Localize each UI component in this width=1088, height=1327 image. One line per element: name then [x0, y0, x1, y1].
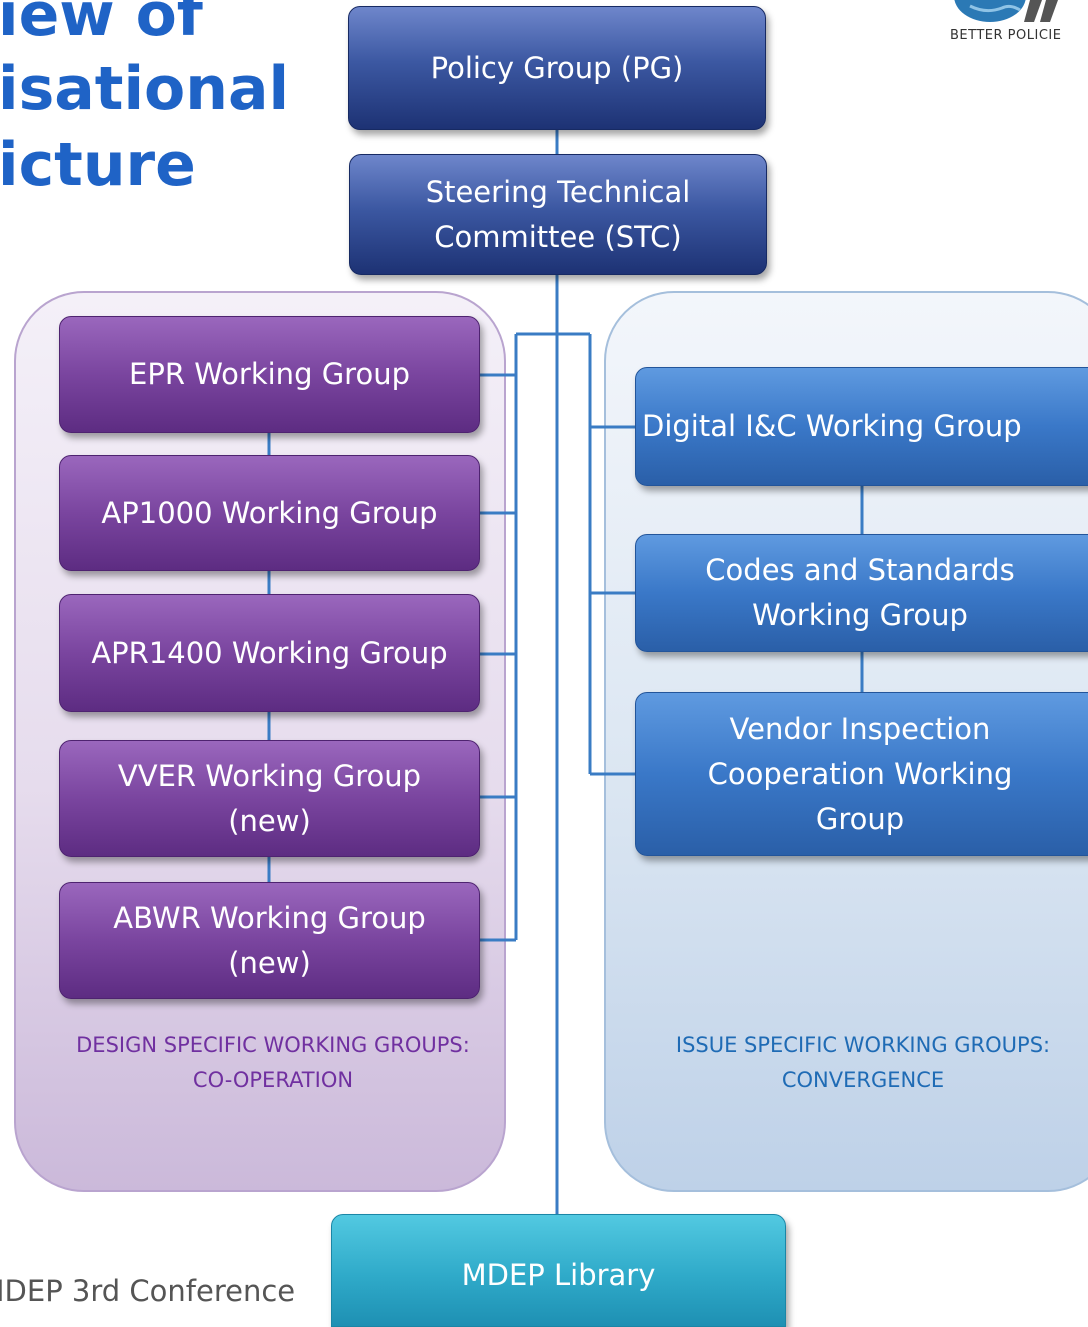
design-group-vver: VVER Working Group (new) — [59, 740, 480, 857]
issue-group-digital-ic: Digital I&C Working Group — [635, 367, 1088, 486]
issue-group-vendor-inspection: Vendor Inspection Cooperation Working Gr… — [635, 692, 1088, 856]
slide-title-line-2: isational — [0, 54, 290, 124]
issue-panel-caption: ISSUE SPECIFIC WORKING GROUPS: CONVERGEN… — [630, 1028, 1088, 1098]
design-caption-line-1: DESIGN SPECIFIC WORKING GROUPS: — [76, 1033, 470, 1057]
globe-logo-icon — [954, 0, 1058, 22]
design-group-apr1400: APR1400 Working Group — [59, 594, 480, 712]
policy-group-box: Policy Group (PG) — [348, 6, 766, 130]
issue-group-codes-standards: Codes and Standards Working Group — [635, 534, 1088, 652]
design-group-epr: EPR Working Group — [59, 316, 480, 433]
design-group-ap1000: AP1000 Working Group — [59, 455, 480, 571]
design-panel-caption: DESIGN SPECIFIC WORKING GROUPS: CO-OPERA… — [40, 1028, 506, 1098]
design-group-abwr: ABWR Working Group (new) — [59, 882, 480, 999]
slide-title-line-3: icture — [0, 130, 196, 200]
issue-caption-line-2: CONVERGENCE — [781, 1068, 945, 1092]
oecd-logo: BETTER POLICIE — [950, 0, 1088, 50]
slide-title-line-1: iew of — [0, 0, 203, 50]
design-caption-line-2: CO-OPERATION — [192, 1068, 354, 1092]
logo-tagline: BETTER POLICIE — [950, 28, 1062, 43]
issue-caption-line-1: ISSUE SPECIFIC WORKING GROUPS: — [675, 1033, 1051, 1057]
mdep-library-box: MDEP Library — [331, 1214, 786, 1327]
steering-committee-box: Steering Technical Committee (STC) — [349, 154, 767, 275]
footer-conference-text: IDEP 3rd Conference — [0, 1274, 296, 1308]
